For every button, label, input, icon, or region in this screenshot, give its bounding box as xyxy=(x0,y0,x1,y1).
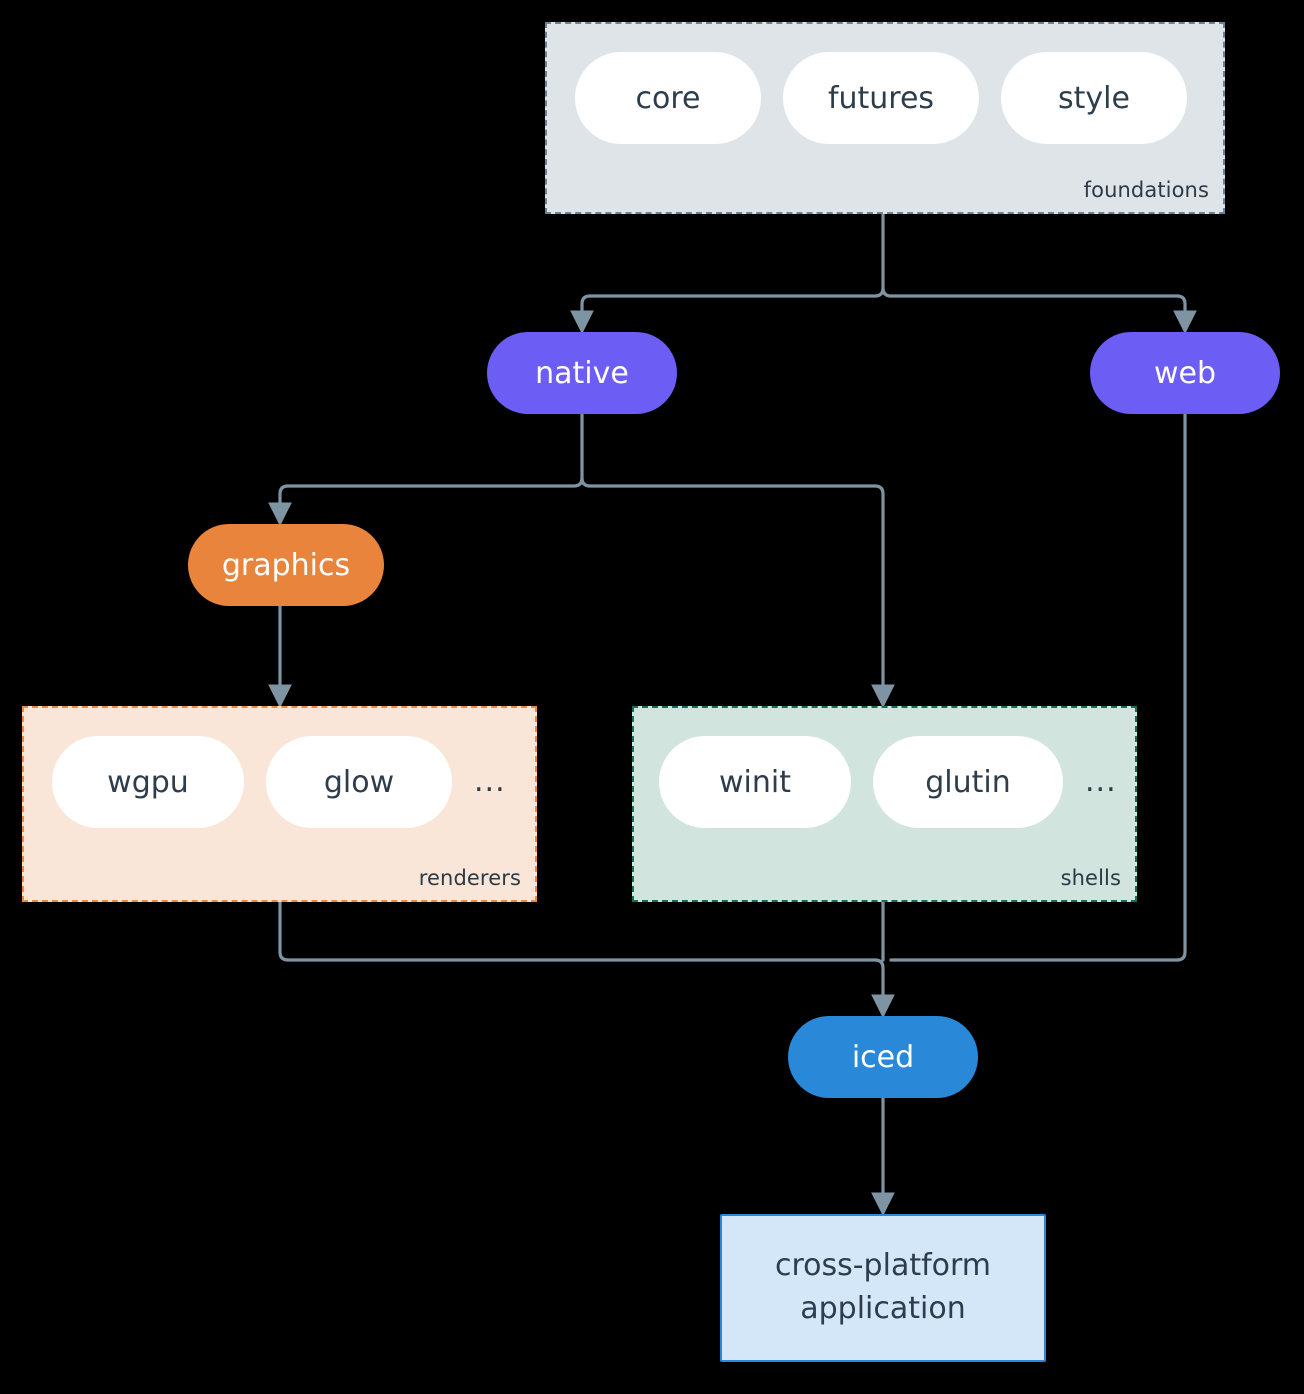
node-native[interactable]: native xyxy=(487,332,677,414)
pill-glow[interactable]: glow xyxy=(266,736,452,828)
edge-renderers-iced xyxy=(278,900,895,1019)
node-graphics[interactable]: graphics xyxy=(188,524,384,606)
group-label-renderers: renderers xyxy=(418,866,521,890)
shells-ellipsis: ... xyxy=(1085,764,1117,799)
group-renderers: wgpu glow ... renderers xyxy=(22,706,537,902)
foundations-items-row: core futures style xyxy=(575,52,1209,144)
group-foundations: core futures style foundations xyxy=(545,22,1225,214)
edge-foundations-native xyxy=(570,212,885,335)
edge-native-graphics xyxy=(268,412,584,527)
pill-wgpu[interactable]: wgpu xyxy=(52,736,244,828)
pill-style[interactable]: style xyxy=(1001,52,1187,144)
group-label-shells: shells xyxy=(1060,866,1121,890)
pill-glutin[interactable]: glutin xyxy=(873,736,1063,828)
application-label-line-2: application xyxy=(800,1291,966,1326)
pill-winit[interactable]: winit xyxy=(659,736,851,828)
application-label-line-1: cross-platform xyxy=(774,1248,992,1284)
group-label-foundations: foundations xyxy=(1083,178,1209,202)
shells-items-row: winit glutin ... xyxy=(659,736,1117,828)
node-cross-platform-application[interactable]: cross-platform application xyxy=(720,1214,1046,1362)
pill-core[interactable]: core xyxy=(575,52,761,144)
node-web[interactable]: web xyxy=(1090,332,1280,414)
pill-futures[interactable]: futures xyxy=(783,52,979,144)
edge-foundations-web xyxy=(881,286,1197,335)
renderers-items-row: wgpu glow ... xyxy=(52,736,506,828)
renderers-ellipsis: ... xyxy=(474,764,506,799)
node-iced[interactable]: iced xyxy=(788,1016,978,1098)
group-shells: winit glutin ... shells xyxy=(632,706,1137,902)
edge-native-shells xyxy=(580,476,895,709)
